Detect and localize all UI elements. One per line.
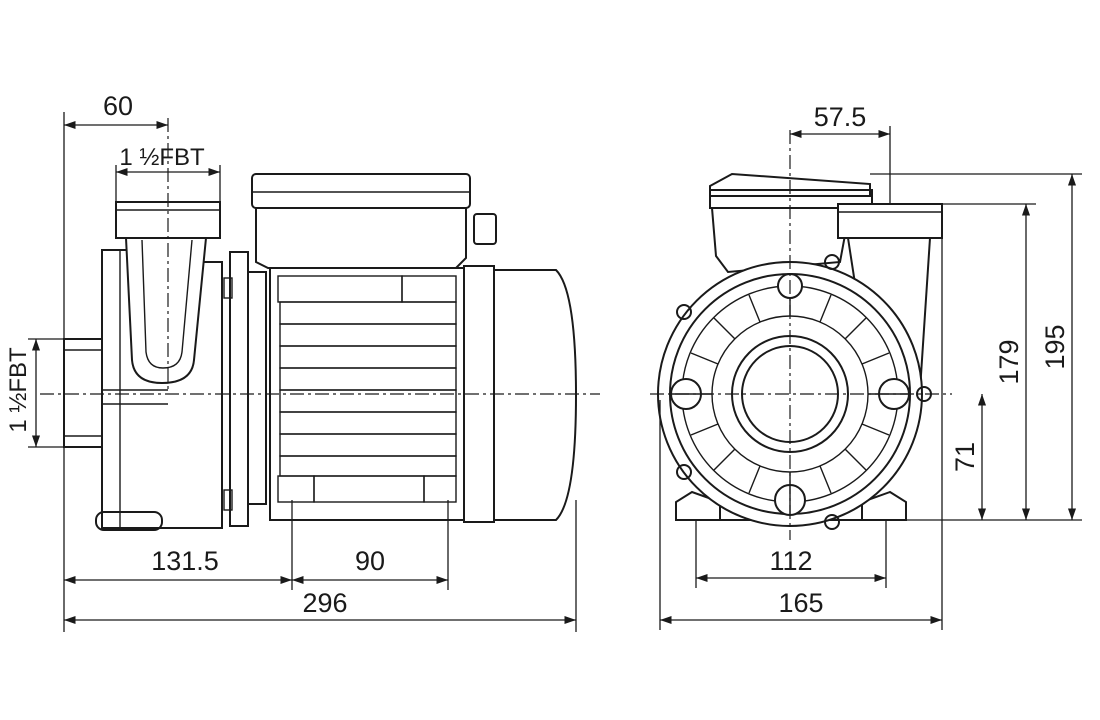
- dim-top-port-thread: 1 ½FBT: [115, 144, 221, 202]
- side-inlet-port: [63, 338, 103, 448]
- dim-total-length: 296: [64, 588, 576, 625]
- dim-total-length-label: 296: [302, 588, 347, 618]
- dim-total-height: 195: [1040, 174, 1077, 520]
- dim-inlet-offset: 60: [63, 91, 168, 632]
- dim-inlet-offset-label: 60: [103, 91, 133, 121]
- dim-total-width: 165: [660, 588, 942, 625]
- dim-foot-spacing: 90: [292, 546, 448, 585]
- front-terminal-box: [709, 172, 873, 274]
- dim-base-width: 112: [696, 546, 886, 583]
- dim-side-port-thread: 1 ½FBT: [5, 338, 64, 448]
- dim-outlet-offset: 57.5: [790, 102, 891, 204]
- flange: [223, 251, 267, 527]
- front-view: 57.5 71 179 195 112: [650, 102, 1082, 630]
- volute-screws: [676, 254, 932, 530]
- dim-outlet-height: 179: [994, 204, 1031, 520]
- side-view: 60 1 ½FBT 1 ½FBT 131.5 90: [5, 91, 600, 632]
- dim-base-width-label: 112: [769, 546, 812, 576]
- dim-axis-height-label: 71: [950, 442, 980, 472]
- cooling-fins: [279, 301, 457, 477]
- dim-side-port-thread-label: 1 ½FBT: [5, 347, 32, 433]
- dim-total-height-label: 195: [1040, 324, 1070, 369]
- dim-total-width-label: 165: [778, 588, 823, 618]
- dim-outlet-height-label: 179: [994, 339, 1024, 384]
- terminal-box: [251, 173, 497, 269]
- dim-foot-spacing-label: 90: [355, 546, 385, 576]
- dim-front-length: 131.5: [64, 546, 292, 585]
- dim-axis-height: 71: [950, 394, 987, 520]
- dim-outlet-offset-label: 57.5: [814, 102, 867, 132]
- dim-front-length-label: 131.5: [151, 546, 219, 576]
- dim-top-port-thread-label: 1 ½FBT: [119, 144, 205, 171]
